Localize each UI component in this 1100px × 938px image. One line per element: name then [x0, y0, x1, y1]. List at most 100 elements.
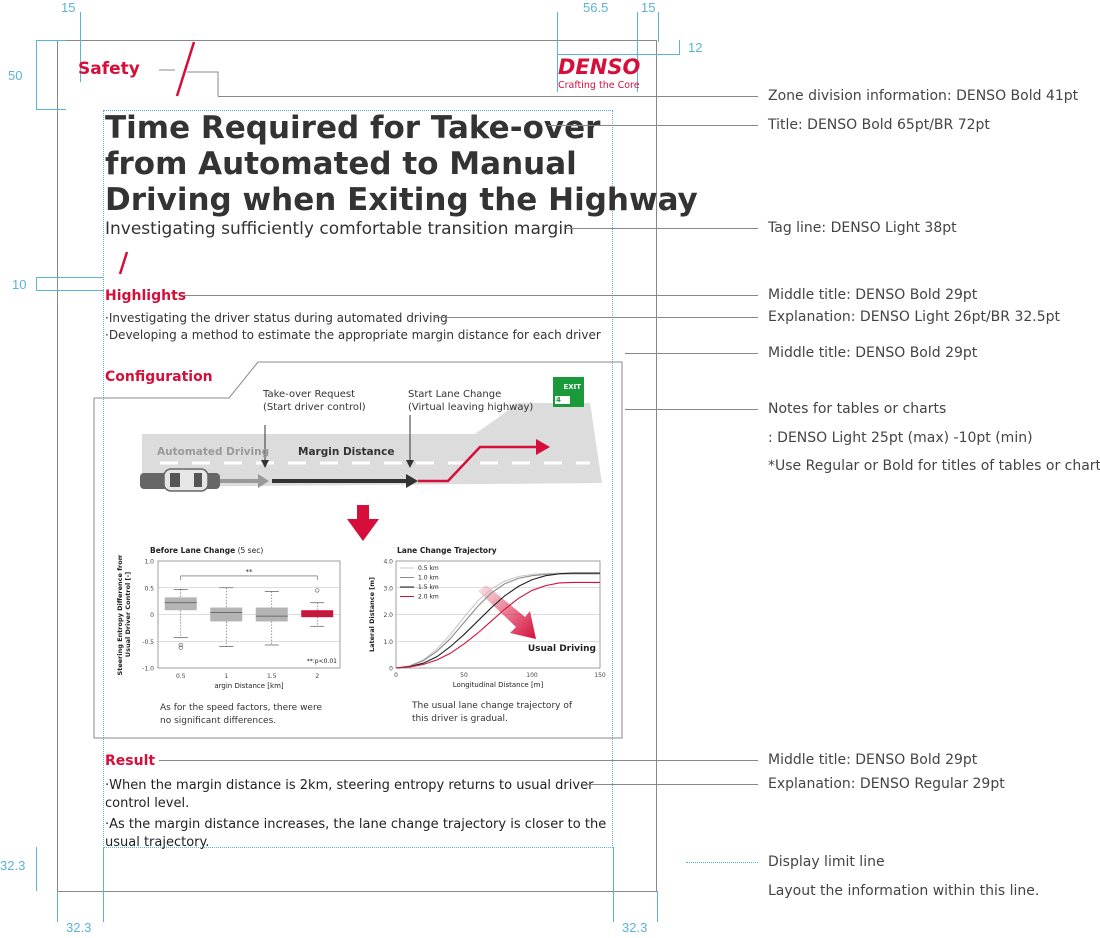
note-tagline: Tag line: DENSO Light 38pt — [768, 220, 957, 236]
y-tick-label: -0.5 — [142, 639, 154, 646]
highlight-item: ·Developing a method to estimate the app… — [105, 328, 601, 342]
car-icon — [140, 468, 220, 492]
y-axis-label: Lateral Distance [m] — [368, 577, 376, 652]
result-item: ·As the margin distance increases, the l… — [105, 817, 607, 832]
y-tick-label: 0 — [150, 612, 154, 619]
lane-change-label: Start Lane Change (Virtual leaving highw… — [408, 389, 534, 413]
line-chart-note: The usual lane change trajectory of this… — [412, 701, 573, 724]
y-tick-label: 1.0 — [383, 639, 393, 646]
box-chart-note: As for the speed factors, there were no … — [160, 703, 323, 726]
title-line: Time Required for Take-over — [105, 110, 601, 146]
dim-guide — [80, 12, 81, 82]
x-tick-label: 2 — [315, 673, 319, 680]
leader-line — [184, 295, 758, 296]
margin-distance-label: Margin Distance — [298, 446, 395, 458]
road-surface — [142, 403, 602, 487]
result-title: Result — [105, 753, 156, 769]
leader-line — [548, 125, 758, 126]
dim-bottom-left: 32.3 — [66, 920, 92, 935]
result-item: ·When the margin distance is 2km, steeri… — [105, 778, 594, 793]
automated-driving-label: Automated Driving — [157, 446, 270, 458]
significance-label: ** — [246, 568, 254, 576]
title-line: Driving when Exiting the Highway — [105, 182, 698, 218]
zone-label: Safety — [78, 59, 140, 79]
x-tick-label: 0.5 — [176, 673, 186, 680]
y-tick-label: 0.5 — [144, 585, 154, 592]
dim-guide — [613, 847, 614, 922]
outlier — [315, 588, 320, 593]
dim-left-10: 10 — [12, 277, 27, 292]
note-tables-2: : DENSO Light 25pt (max) -10pt (min) — [768, 430, 1033, 446]
highlight-item: ·Investigating the driver status during … — [105, 311, 448, 325]
result-item: control level. — [105, 796, 190, 811]
usual-driving-label: Usual Driving — [528, 644, 596, 654]
y-tick-label: 3.0 — [383, 585, 393, 592]
x-tick-label: 1 — [224, 673, 228, 680]
note-middle-2: Middle title: DENSO Bold 29pt — [768, 345, 978, 361]
legend-label: 2.0 km — [418, 594, 439, 601]
note-zone: Zone division information: DENSO Bold 41… — [768, 88, 1079, 104]
leader-line — [566, 228, 758, 229]
box-chart: 1.0 0.5 0 -0.5 -1.0 0.5 1 1.5 2 argin Distance [k… — [116, 555, 341, 690]
exit-sign-number: 4 — [555, 396, 570, 404]
y-tick-label: 2.0 — [383, 612, 393, 619]
down-arrow-icon — [347, 505, 379, 541]
dim-guide — [36, 277, 104, 278]
dim-guide — [637, 12, 638, 92]
note-title: Title: DENSO Bold 65pt/BR 72pt — [768, 117, 990, 133]
y-tick-label: -1.0 — [142, 666, 154, 673]
exit-sign: EXIT 4 — [553, 377, 584, 407]
legend-label: 1.0 km — [418, 575, 439, 582]
legend-label: 1.5 km — [418, 584, 439, 591]
takeover-label: Take-over Request (Start driver control) — [263, 389, 366, 413]
outlier — [178, 645, 183, 650]
note-explanation-2: Explanation: DENSO Regular 29pt — [768, 776, 1005, 792]
y-tick-label: 1.0 — [144, 559, 154, 566]
x-tick-label: 1.5 — [267, 673, 277, 680]
dim-bottom-right: 32.3 — [622, 920, 648, 935]
leader-line — [625, 353, 758, 354]
x-tick-label: 100 — [526, 672, 538, 679]
trend-arrow — [478, 585, 536, 639]
p-value-note: **:p<0.01 — [307, 658, 337, 665]
leader-line — [159, 760, 758, 761]
figure-frame — [93, 361, 623, 739]
y-axis-label-2: Usual Driver Control [-] — [124, 572, 132, 657]
leader-line — [625, 409, 758, 410]
tagline: Investigating sufficiently comfortable t… — [105, 219, 574, 239]
highlights-list: ·Investigating the driver status during … — [105, 310, 601, 344]
dim-left-50: 50 — [8, 68, 23, 83]
page-title: Time Required for Take-over from Automat… — [105, 110, 698, 218]
box-chart-title: Before Lane Change (5 sec) — [150, 546, 264, 555]
x-tick-label: 0 — [394, 672, 398, 679]
outlier — [178, 642, 183, 648]
road-diagram — [140, 403, 602, 492]
x-tick-label: 150 — [594, 672, 606, 679]
x-axis-label: argin Distance [km] — [214, 682, 284, 690]
series-line — [395, 581, 600, 669]
denso-logo-tagline: Crafting the Core — [558, 80, 640, 91]
box — [255, 607, 288, 622]
note-limit-1: Display limit line — [768, 854, 885, 870]
legend-label: 0.5 km — [418, 565, 439, 572]
note-middle-3: Middle title: DENSO Bold 29pt — [768, 752, 978, 768]
y-tick-label: 4.0 — [383, 559, 393, 566]
dim-top-right-a: 56.5 — [583, 0, 609, 15]
dim-guide — [36, 109, 66, 110]
dim-guide — [57, 891, 58, 922]
dim-guide — [36, 40, 37, 110]
note-middle-1: Middle title: DENSO Bold 29pt — [768, 287, 978, 303]
note-tables-3: *Use Regular or Bold for titles of table… — [768, 458, 1100, 474]
y-tick-label: 0 — [389, 666, 393, 673]
header-slash — [159, 41, 219, 97]
exit-sign-text: EXIT — [563, 383, 581, 391]
note-limit-2: Layout the information within this line. — [768, 883, 1040, 899]
title-line: from Automated to Manual — [105, 146, 577, 182]
dim-guide — [36, 847, 37, 891]
box — [164, 597, 197, 611]
page-frame — [57, 40, 657, 892]
leader-line — [218, 96, 758, 97]
line-chart-title: Lane Change Trajectory — [397, 546, 497, 555]
leader-line — [434, 317, 758, 318]
